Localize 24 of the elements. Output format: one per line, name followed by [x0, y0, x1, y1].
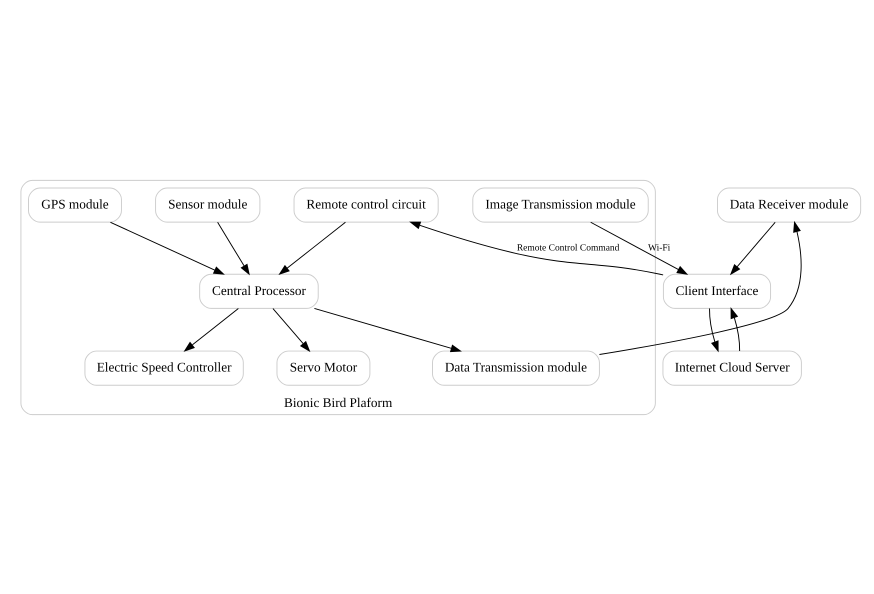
- node-box: Servo Motor: [276, 350, 370, 386]
- arrow: [278, 221, 346, 275]
- arrow: [217, 221, 250, 275]
- arrow: [184, 308, 239, 352]
- node-box: Electric Speed Controller: [84, 350, 244, 386]
- node-box: Image Transmission module: [472, 187, 649, 222]
- node-box: Client Interface: [662, 273, 772, 308]
- node-box: GPS module: [28, 187, 122, 222]
- node-box: Sensor module: [155, 187, 260, 222]
- arrow: [709, 308, 719, 352]
- arrow: [730, 306, 740, 351]
- arrow: [314, 307, 462, 352]
- arrow: [409, 221, 664, 275]
- arrow: [590, 221, 688, 274]
- node-box: Central Processor: [199, 273, 319, 308]
- arrow: [598, 220, 802, 354]
- arrow: [730, 221, 776, 275]
- node-box: Data Transmission module: [432, 350, 600, 386]
- node-box: Internet Cloud Server: [662, 350, 802, 386]
- node-box: Data Receiver module: [717, 187, 862, 222]
- edge-label: Remote Control Command: [516, 243, 620, 254]
- arrow: [272, 308, 310, 352]
- node-box: Remote control circuit: [294, 187, 439, 222]
- arrow: [110, 221, 225, 274]
